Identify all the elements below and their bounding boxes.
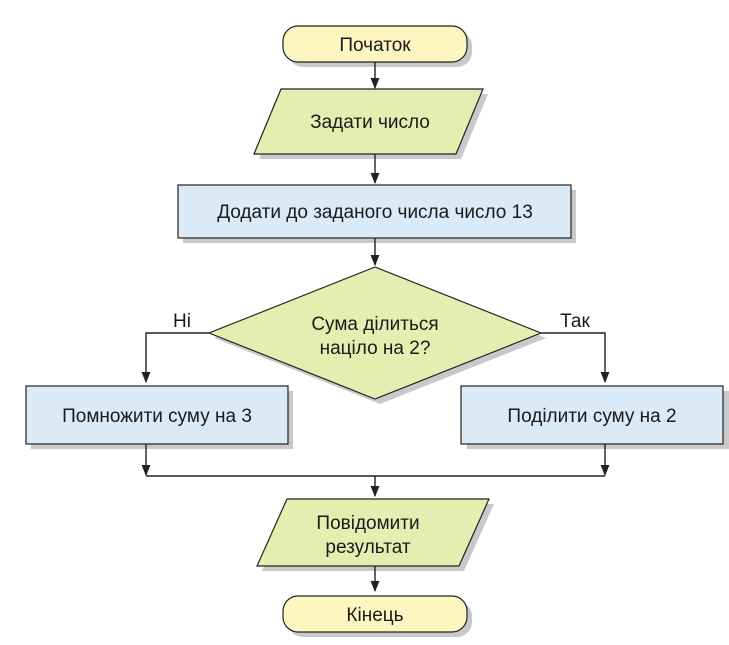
end-terminal: Кінець xyxy=(282,595,472,637)
start-label: Початок xyxy=(339,35,411,56)
divide-label: Поділити суму на 2 xyxy=(507,406,676,427)
connector-no-branch xyxy=(141,332,209,384)
multiply-process-block: Помножити суму на 3 xyxy=(25,385,293,449)
multiply-label: Помножити суму на 3 xyxy=(62,406,252,427)
branch-yes-label: Так xyxy=(560,311,590,332)
output-label-line1: Повідомити xyxy=(316,513,419,534)
branch-no-label: Ні xyxy=(173,311,191,332)
connector-yes-branch xyxy=(541,332,610,384)
input-block: Задати число xyxy=(253,88,488,159)
condition-label-line1: Сума ділиться xyxy=(311,314,438,335)
condition-decision: Сума ділиться націло на 2? xyxy=(207,266,546,404)
output-block: Повідомити результат xyxy=(256,498,494,571)
add-label: Додати до заданого числа число 13 xyxy=(217,202,533,223)
start-terminal: Початок xyxy=(282,25,472,67)
end-label: Кінець xyxy=(346,605,403,626)
add-process-block: Додати до заданого числа число 13 xyxy=(177,184,576,243)
output-label-line2: результат xyxy=(325,537,410,558)
input-label: Задати число xyxy=(310,112,430,133)
condition-label-line2: націло на 2? xyxy=(320,338,431,359)
divide-process-block: Поділити суму на 2 xyxy=(460,385,729,449)
